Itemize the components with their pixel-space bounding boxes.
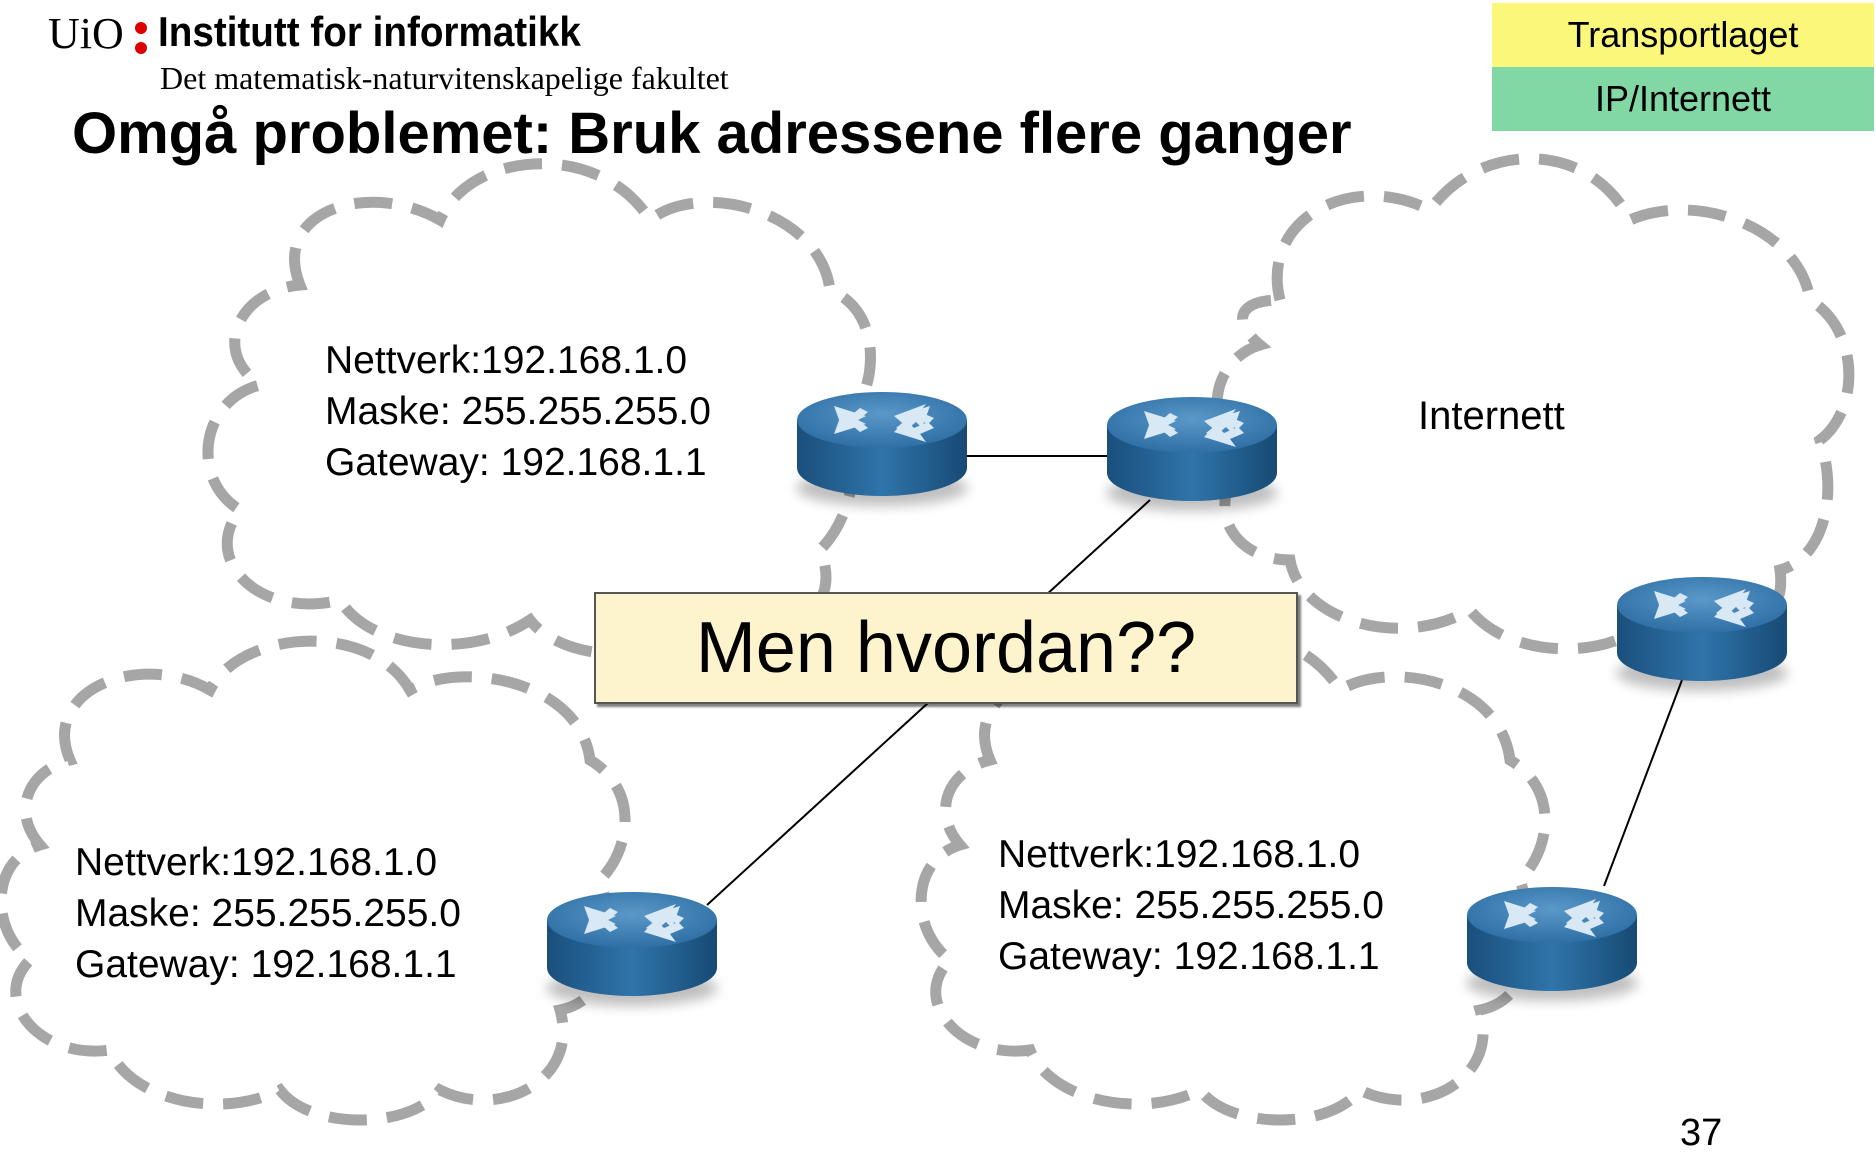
network-mask: Maske: 255.255.255.0	[325, 390, 711, 433]
institute-name: Institutt for informatikk	[158, 8, 581, 55]
router-icon	[1466, 887, 1638, 1001]
network-address: Nettverk:192.168.1.0	[325, 339, 688, 382]
network-mask: Maske: 255.255.255.0	[998, 884, 1384, 927]
page-number: 37	[1680, 1112, 1723, 1154]
network-mask: Maske: 255.255.255.0	[75, 892, 461, 935]
faculty-name: Det matematisk-naturvitenskapelige fakul…	[160, 60, 729, 96]
link-r4-r5	[1603, 679, 1683, 887]
cloud-top-left	[202, 158, 876, 660]
network-address: Nettverk:192.168.1.0	[75, 841, 438, 884]
cloud-bottom-left	[0, 635, 631, 1126]
network-address: Nettverk:192.168.1.0	[998, 833, 1361, 876]
router-icon	[796, 392, 968, 506]
network-gateway: Gateway: 192.168.1.1	[75, 943, 457, 986]
network-info-top-left: Nettverk:192.168.1.0 Maske: 255.255.255.…	[325, 335, 711, 488]
internet-label: Internett	[1418, 394, 1565, 438]
layer-ip: IP/Internett	[1492, 67, 1874, 131]
router-icon	[1106, 397, 1278, 511]
uio-logo-dots	[135, 22, 147, 54]
network-gateway: Gateway: 192.168.1.1	[998, 935, 1380, 978]
layer-transport: Transportlaget	[1492, 3, 1874, 67]
uio-logo: UiO	[48, 9, 124, 58]
callout-box: Men hvordan??	[594, 592, 1298, 704]
network-gateway: Gateway: 192.168.1.1	[325, 441, 707, 484]
network-info-bottom-left: Nettverk:192.168.1.0 Maske: 255.255.255.…	[75, 837, 461, 990]
slide-title: Omgå problemet: Bruk adressene flere gan…	[72, 101, 1352, 166]
router-icon	[1616, 577, 1788, 691]
router-icon	[546, 892, 718, 1006]
network-info-bottom-right: Nettverk:192.168.1.0 Maske: 255.255.255.…	[998, 829, 1384, 982]
